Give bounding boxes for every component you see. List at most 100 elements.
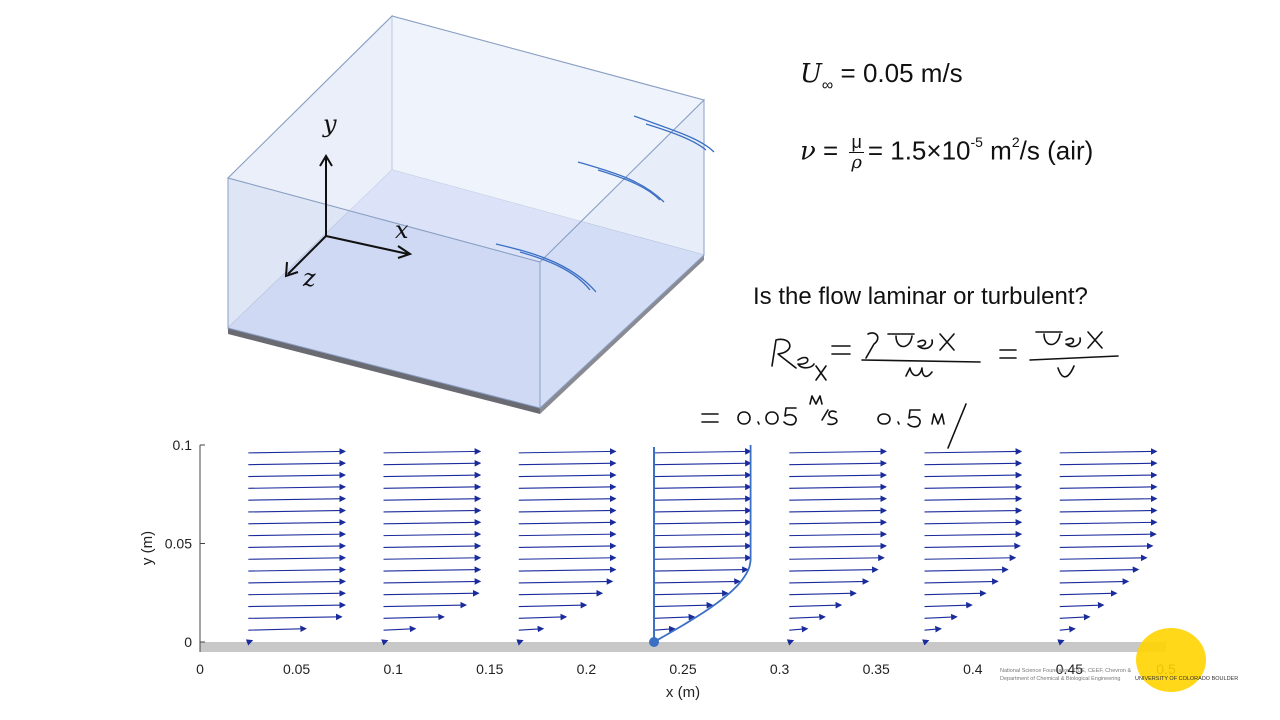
velocity-arrow bbox=[924, 566, 1009, 573]
velocity-arrow bbox=[924, 625, 942, 633]
velocity-arrow bbox=[518, 448, 617, 455]
velocity-arrow bbox=[1059, 519, 1158, 526]
velocity-arrow bbox=[1059, 625, 1076, 633]
velocity-arrow bbox=[789, 471, 887, 479]
velocity-arrow bbox=[1059, 578, 1130, 585]
velocity-arrow bbox=[518, 459, 617, 467]
velocity-arrow bbox=[1059, 530, 1157, 538]
velocity-arrow bbox=[789, 578, 870, 585]
velocity-arrow bbox=[1059, 459, 1158, 467]
velocity-arrow bbox=[789, 613, 826, 621]
streamline-1 bbox=[633, 115, 715, 153]
velocity-arrow bbox=[789, 459, 887, 467]
nu-symbol: ν bbox=[800, 136, 816, 167]
axis-label-z: z bbox=[302, 264, 316, 292]
university-logo-text: UNIVERSITY OF COLORADO BOULDER bbox=[1135, 676, 1239, 682]
x-tick-label: 0.45 bbox=[1056, 661, 1083, 677]
velocity-arrow bbox=[518, 554, 617, 562]
y-tick-label: 0.05 bbox=[165, 536, 192, 552]
velocity-arrow bbox=[789, 448, 887, 455]
velocity-arrow bbox=[248, 578, 346, 585]
velocity-profile-curve bbox=[653, 445, 752, 643]
box-top-face bbox=[227, 15, 705, 263]
velocity-arrow bbox=[248, 601, 346, 609]
credit-block: National Science Foundation, DUE, CEEF, … bbox=[1000, 667, 1230, 683]
flat-plate bbox=[200, 642, 1166, 652]
velocity-arrow bbox=[248, 507, 346, 514]
logo-yellow-circle bbox=[1136, 628, 1206, 692]
velocity-arrow bbox=[383, 590, 480, 597]
velocity-arrow bbox=[383, 601, 467, 609]
profile-origin-dot bbox=[649, 637, 660, 647]
velocity-arrow bbox=[789, 625, 809, 633]
nu-unit: m bbox=[982, 135, 1012, 166]
x-tick-label: 0.35 bbox=[863, 661, 890, 677]
nu-exponent: -5 bbox=[970, 134, 983, 151]
x-tick-label: 0.4 bbox=[963, 661, 983, 677]
u-inf-subscript: ∞ bbox=[821, 77, 834, 94]
velocity-arrow bbox=[1059, 601, 1105, 609]
velocity-arrow bbox=[924, 459, 1023, 467]
credit-line-2: Department of Chemical & Biological Engi… bbox=[1000, 676, 1121, 682]
axis-label-y: y bbox=[322, 110, 337, 138]
velocity-arrow bbox=[518, 578, 614, 585]
velocity-arrow bbox=[1059, 448, 1158, 455]
credit-line-1: National Science Foundation, DUE, CEEF, … bbox=[1000, 668, 1132, 674]
velocity-arrow bbox=[248, 590, 346, 597]
velocity-arrow bbox=[924, 519, 1023, 526]
x-tick-label: 0 bbox=[196, 661, 204, 677]
velocity-arrow bbox=[383, 483, 482, 491]
velocity-arrow bbox=[248, 519, 346, 526]
velocity-arrow bbox=[383, 459, 482, 467]
velocity-arrow bbox=[654, 459, 752, 467]
velocity-arrow bbox=[248, 530, 346, 538]
velocity-arrow bbox=[248, 448, 346, 455]
velocity-arrow bbox=[1059, 483, 1158, 491]
velocity-arrow bbox=[654, 554, 752, 562]
velocity-arrow bbox=[1059, 613, 1091, 621]
plate-top bbox=[228, 170, 704, 408]
velocity-arrow bbox=[924, 542, 1021, 550]
velocity-arrow bbox=[653, 613, 696, 621]
velocity-arrow bbox=[924, 578, 999, 585]
velocity-arrow bbox=[518, 601, 588, 609]
velocity-arrow bbox=[654, 566, 749, 573]
velocity-arrow bbox=[653, 625, 676, 633]
velocity-arrow bbox=[924, 448, 1023, 455]
velocity-arrow bbox=[654, 578, 741, 585]
velocity-arrow bbox=[1059, 566, 1140, 573]
velocity-arrow bbox=[789, 542, 887, 550]
velocity-arrow bbox=[924, 601, 973, 609]
velocity-arrow bbox=[654, 471, 752, 479]
velocity-arrow bbox=[383, 530, 482, 538]
nu-unit-exponent: 2 bbox=[1011, 134, 1020, 151]
u-inf-equation: U∞ = 0.05 m/s bbox=[800, 58, 963, 94]
velocity-arrow bbox=[789, 554, 885, 562]
velocity-arrow bbox=[383, 542, 482, 550]
velocity-arrow bbox=[789, 507, 887, 514]
nu-value: = 1.5×10 bbox=[867, 135, 971, 166]
velocity-arrow bbox=[248, 483, 346, 491]
velocity-arrow bbox=[381, 639, 389, 646]
velocity-arrow bbox=[789, 566, 879, 573]
velocity-arrow bbox=[789, 483, 887, 491]
velocity-arrow bbox=[924, 507, 1023, 514]
velocity-arrow bbox=[654, 530, 752, 538]
plate-edge-right bbox=[540, 255, 704, 414]
velocity-arrow bbox=[383, 578, 482, 585]
velocity-arrow bbox=[516, 639, 524, 646]
velocity-arrow bbox=[654, 590, 729, 597]
velocity-arrow bbox=[518, 495, 617, 503]
velocity-arrow bbox=[654, 507, 752, 514]
chart-x-axis-label: x (m) bbox=[666, 684, 700, 701]
velocity-arrow bbox=[1057, 639, 1065, 646]
velocity-arrow bbox=[248, 613, 343, 621]
velocity-arrow bbox=[654, 519, 752, 526]
u-inf-symbol: U bbox=[800, 59, 822, 89]
velocity-arrow bbox=[248, 554, 346, 562]
question-text: Is the flow laminar or turbulent? bbox=[753, 283, 1088, 310]
axis-label-x: x bbox=[395, 216, 409, 244]
